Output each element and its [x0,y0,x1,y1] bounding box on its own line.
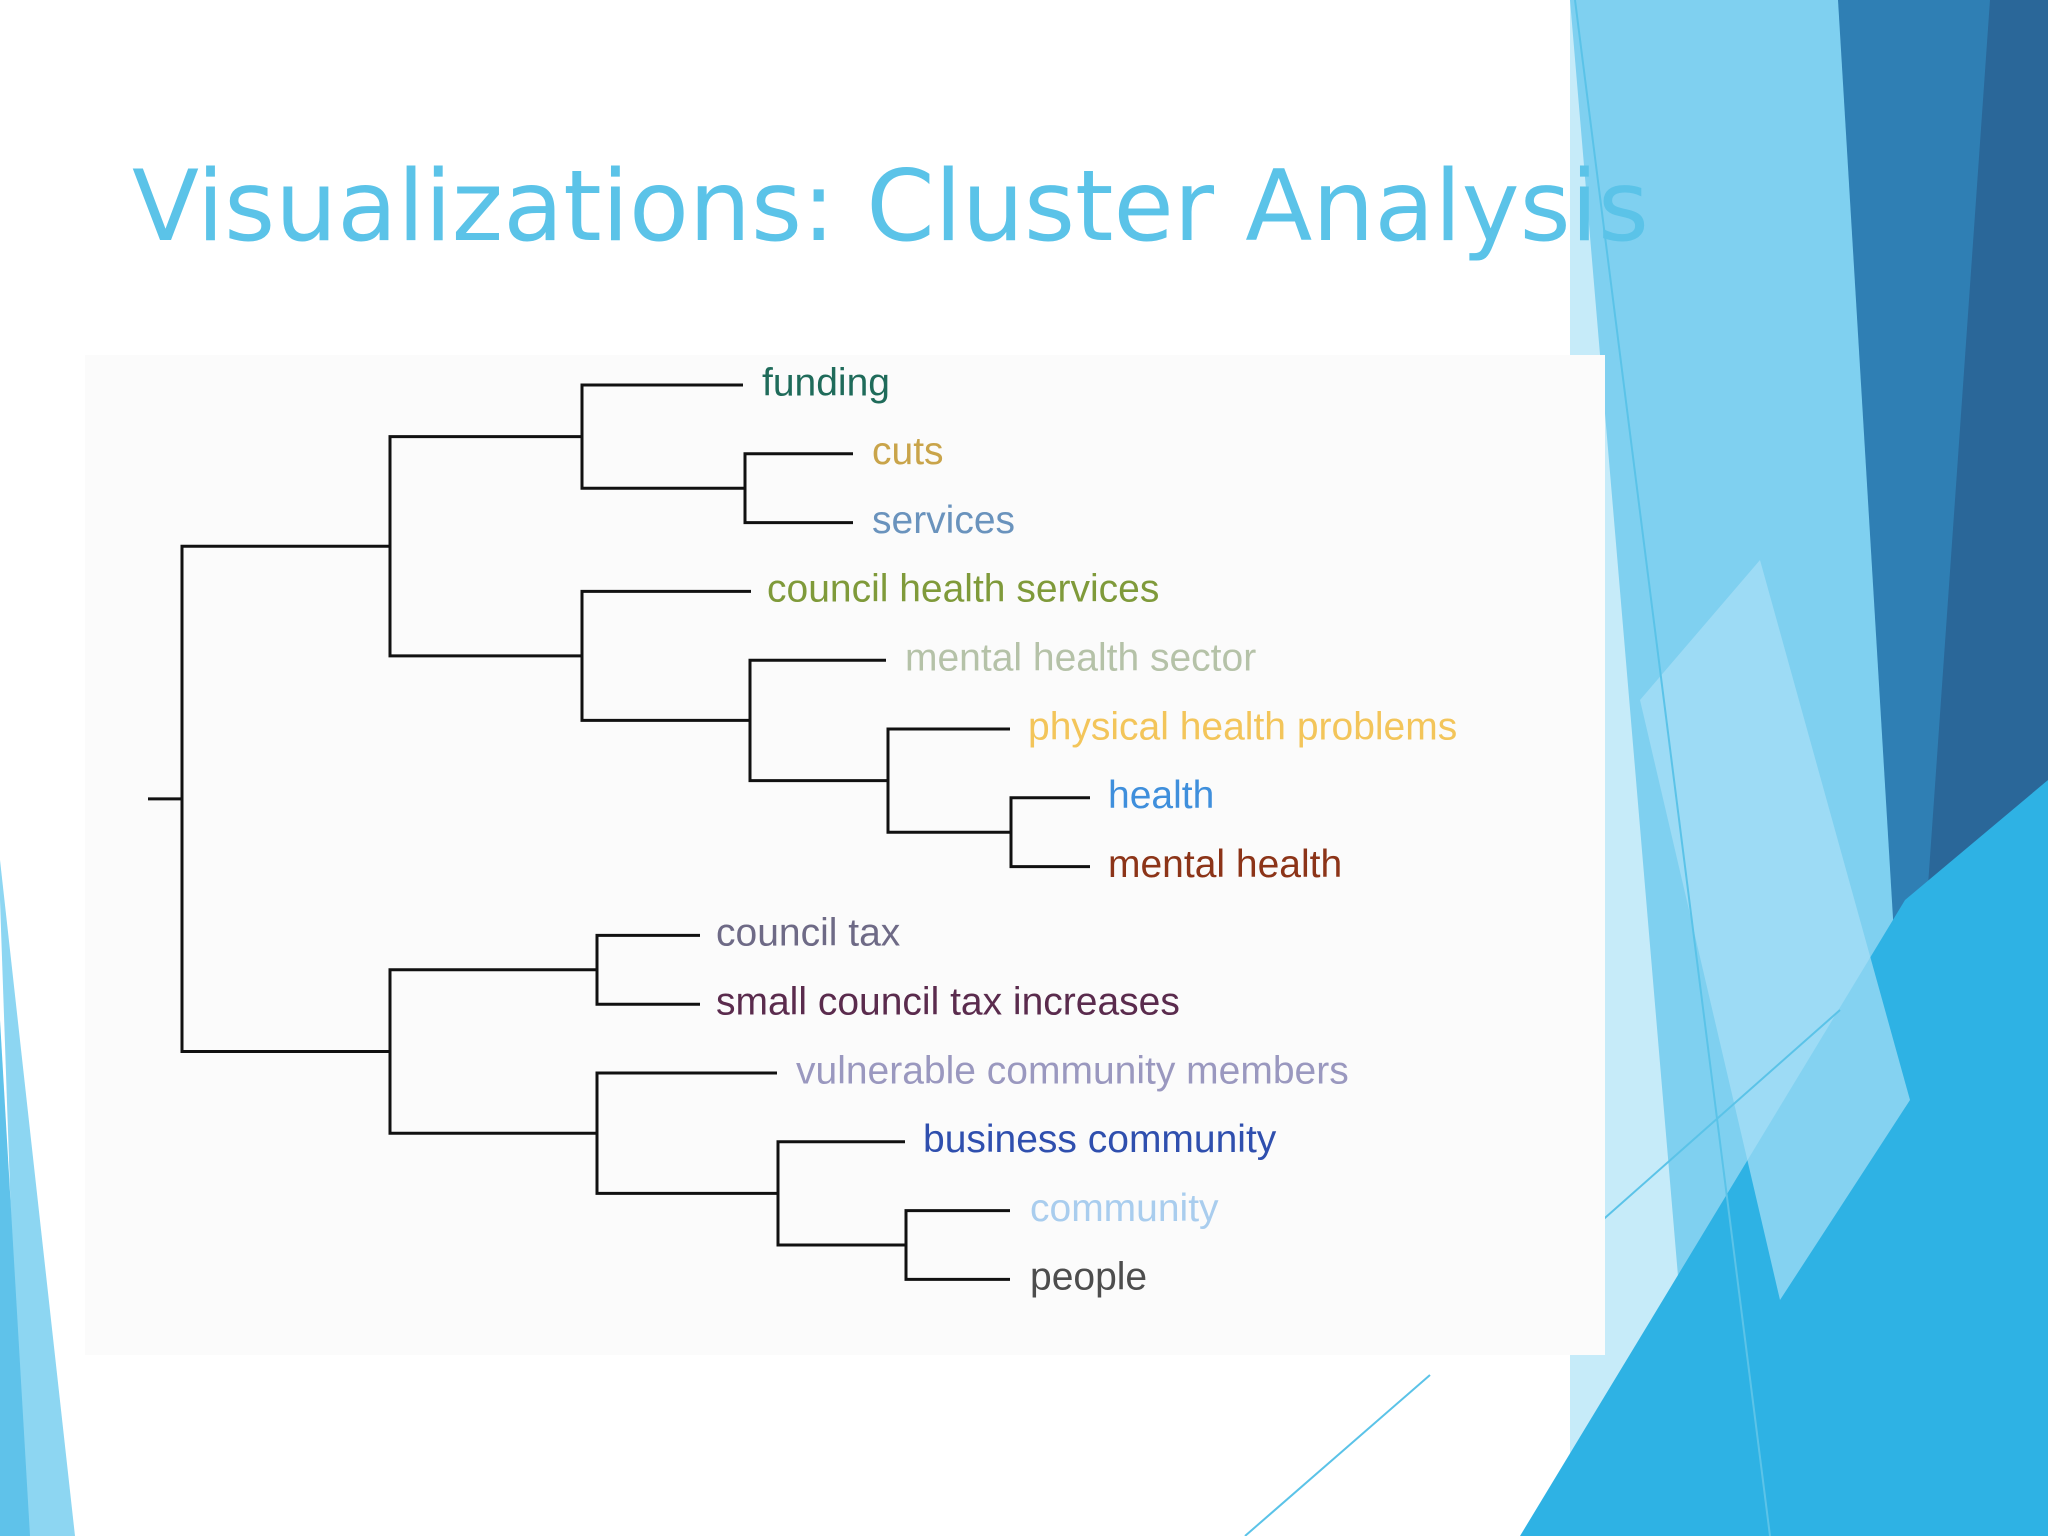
leaf-label-business-community: business community [923,1118,1277,1161]
leaf-label-services: services [872,499,1015,542]
dendrogram-branch-root [180,544,390,1053]
leaf-label-council-health-services: council health services [767,568,1159,611]
leaf-label-health: health [1108,774,1214,817]
leaf-label-cuts: cuts [872,430,944,473]
left-accent-shape-2 [0,1020,30,1536]
right-accent-shape-dark [1920,0,2048,1000]
dendrogram-branch-l [388,968,597,1135]
dendrogram-branch-h [595,933,700,1006]
right-accent-shape-soft [1640,560,1910,1300]
accent-line [1574,0,1771,1536]
dendrogram-branch-a [743,452,853,525]
accent-line [1579,1009,1841,1241]
slide-title: Visualizations: Cluster Analysis [132,150,1649,264]
dendrogram-branches [148,383,1090,1281]
leaf-label-mental-health-sector: mental health sector [905,636,1256,679]
dendrogram-branch-k [595,1071,778,1195]
dendrogram-branch-g [388,435,582,658]
leaf-label-physical-health-problems: physical health problems [1028,705,1457,748]
dendrogram-branch-d [886,727,1011,834]
leaf-label-council-tax: council tax [716,912,901,955]
dendrogram-branch-b [580,383,745,490]
leaf-label-small-council-tax-increases: small council tax increases [716,980,1180,1023]
leaf-label-people: people [1030,1256,1147,1299]
leaf-label-vulnerable-community-members: vulnerable community members [796,1049,1349,1092]
leaf-label-community: community [1030,1187,1219,1230]
leaf-label-mental-health: mental health [1108,843,1342,886]
dendrogram-branch-c [1009,796,1090,869]
dendrogram-branch-e [748,658,888,783]
dendrogram-branch-j [776,1140,906,1247]
dendrogram-leaf-labels: funding cuts services council health servic… [716,361,1457,1298]
dendrogram-branch-f [580,589,751,722]
leaf-label-funding: funding [762,361,890,404]
dendrogram-branch-i [904,1209,1010,1281]
accent-line [1244,1374,1431,1536]
